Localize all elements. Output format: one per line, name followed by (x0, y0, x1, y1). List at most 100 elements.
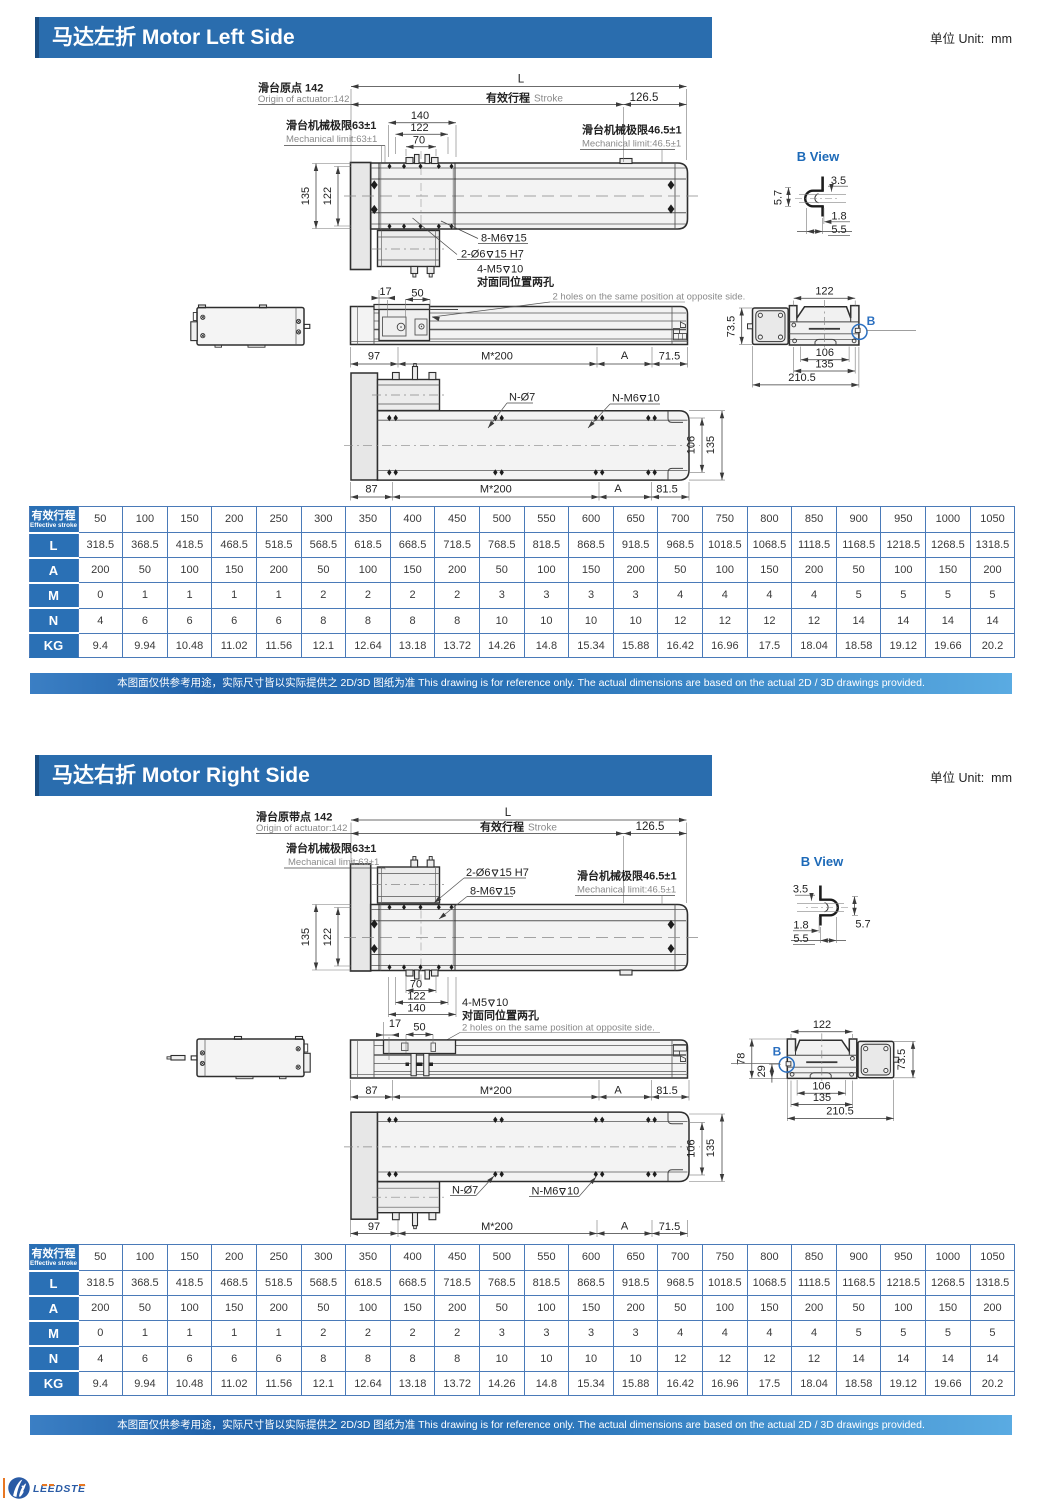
svg-text:135: 135 (813, 1092, 831, 1104)
svg-text:Origin of actuator:142: Origin of actuator:142 (258, 94, 349, 105)
svg-text:122: 122 (815, 286, 833, 298)
svg-text:17: 17 (389, 1018, 401, 1030)
svg-text:15 H7: 15 H7 (500, 867, 529, 879)
svg-text:71.5: 71.5 (659, 1221, 680, 1233)
svg-text:Stroke: Stroke (528, 823, 557, 834)
svg-text:122: 122 (813, 1019, 831, 1031)
svg-text:122: 122 (410, 122, 428, 134)
svg-text:对面同位置两孔: 对面同位置两孔 (462, 1008, 539, 1022)
svg-text:50: 50 (411, 288, 423, 300)
svg-text:29: 29 (756, 1065, 768, 1077)
svg-text:4-M5: 4-M5 (477, 264, 502, 276)
svg-text:滑台机械极限46.5±1: 滑台机械极限46.5±1 (577, 869, 677, 883)
svg-text:5.5: 5.5 (793, 933, 808, 945)
svg-text:A: A (621, 1221, 629, 1233)
svg-text:8-M6: 8-M6 (481, 233, 506, 245)
svg-text:15: 15 (504, 886, 516, 898)
svg-text:M*200: M*200 (480, 1085, 512, 1097)
svg-text:140: 140 (407, 1003, 425, 1015)
svg-text:3.5: 3.5 (793, 884, 808, 896)
svg-text:8-M6: 8-M6 (470, 886, 495, 898)
svg-text:126.5: 126.5 (636, 821, 665, 833)
svg-text:97: 97 (368, 351, 380, 363)
svg-text:81.5: 81.5 (656, 1085, 677, 1097)
svg-text:A: A (621, 350, 629, 362)
svg-text:73.5: 73.5 (896, 1049, 908, 1070)
svg-text:M*200: M*200 (480, 484, 512, 496)
svg-text:A: A (614, 1085, 622, 1097)
svg-text:Origin of actuator:142: Origin of actuator:142 (256, 823, 347, 834)
svg-text:N-M6: N-M6 (532, 1186, 559, 1198)
svg-text:81.5: 81.5 (656, 484, 677, 496)
svg-text:87: 87 (365, 484, 377, 496)
svg-text:3.5: 3.5 (831, 175, 846, 187)
svg-text:87: 87 (365, 1085, 377, 1097)
svg-text:对面同位置两孔: 对面同位置两孔 (477, 275, 554, 289)
svg-text:97: 97 (368, 1221, 380, 1233)
svg-text:10: 10 (511, 264, 523, 276)
svg-text:70: 70 (413, 135, 425, 147)
svg-text:106: 106 (686, 436, 698, 454)
svg-text:N-M6: N-M6 (612, 393, 639, 405)
svg-text:L: L (505, 807, 512, 819)
svg-text:滑台机械极限63±1: 滑台机械极限63±1 (286, 118, 376, 132)
svg-text:2-Ø6: 2-Ø6 (461, 249, 485, 261)
svg-text:N-Ø7: N-Ø7 (509, 392, 535, 404)
svg-text:50: 50 (413, 1022, 425, 1034)
svg-text:Mechanical limit:46.5±1: Mechanical limit:46.5±1 (582, 139, 681, 150)
svg-text:B View: B View (797, 149, 840, 164)
svg-text:滑台原点 142: 滑台原点 142 (258, 81, 323, 95)
svg-text:M*200: M*200 (481, 1221, 513, 1233)
svg-text:210.5: 210.5 (826, 1105, 854, 1117)
svg-text:A: A (614, 483, 622, 495)
svg-text:M*200: M*200 (481, 351, 513, 363)
svg-text:2-Ø6: 2-Ø6 (466, 867, 490, 879)
svg-text:滑台机械极限46.5±1: 滑台机械极限46.5±1 (582, 123, 682, 137)
svg-text:78: 78 (736, 1053, 748, 1065)
svg-text:17: 17 (379, 286, 391, 298)
svg-text:73.5: 73.5 (726, 316, 738, 337)
svg-text:4-M5: 4-M5 (462, 997, 487, 1009)
svg-text:Stroke: Stroke (534, 94, 563, 105)
svg-text:有效行程: 有效行程 (486, 91, 530, 105)
svg-text:135: 135 (705, 436, 717, 454)
svg-text:10: 10 (496, 997, 508, 1009)
svg-text:15: 15 (515, 233, 527, 245)
svg-text:有效行程: 有效行程 (480, 820, 524, 834)
svg-text:135: 135 (815, 359, 833, 371)
svg-text:B: B (773, 1045, 782, 1059)
svg-text:1.8: 1.8 (831, 210, 846, 222)
svg-text:122: 122 (322, 928, 334, 946)
svg-text:135: 135 (705, 1139, 717, 1157)
svg-text:2 holes on the same position a: 2 holes on the same position at opposite… (553, 292, 746, 303)
svg-text:B View: B View (801, 854, 844, 869)
svg-text:135: 135 (300, 928, 312, 946)
svg-text:210.5: 210.5 (788, 372, 816, 384)
svg-text:Mechanical limit:63±1: Mechanical limit:63±1 (288, 857, 379, 868)
svg-text:122: 122 (407, 991, 425, 1003)
svg-text:5.7: 5.7 (773, 190, 785, 205)
svg-text:126.5: 126.5 (630, 92, 659, 104)
svg-text:122: 122 (322, 187, 334, 205)
svg-text:滑台机械极限63±1: 滑台机械极限63±1 (286, 841, 376, 855)
svg-text:106: 106 (812, 1081, 830, 1093)
svg-text:B: B (867, 314, 876, 328)
svg-text:135: 135 (300, 187, 312, 205)
svg-text:70: 70 (410, 979, 422, 991)
svg-text:2 holes on the same position a: 2 holes on the same position at opposite… (462, 1023, 655, 1034)
svg-text:71.5: 71.5 (659, 351, 680, 363)
svg-text:1.8: 1.8 (793, 919, 808, 931)
svg-text:106: 106 (686, 1139, 698, 1157)
svg-text:5.5: 5.5 (831, 224, 846, 236)
svg-text:15 H7: 15 H7 (495, 249, 524, 261)
svg-text:滑台原带点 142: 滑台原带点 142 (256, 810, 332, 824)
svg-text:Mechanical limit:63±1: Mechanical limit:63±1 (286, 134, 377, 145)
svg-text:N-Ø7: N-Ø7 (452, 1185, 478, 1197)
svg-text:10: 10 (567, 1186, 579, 1198)
svg-text:140: 140 (411, 110, 429, 122)
svg-text:L: L (518, 74, 525, 86)
svg-text:106: 106 (816, 347, 834, 359)
svg-text:Mechanical limit:46.5±1: Mechanical limit:46.5±1 (577, 885, 676, 896)
svg-text:10: 10 (648, 393, 660, 405)
svg-text:5.7: 5.7 (855, 919, 870, 931)
